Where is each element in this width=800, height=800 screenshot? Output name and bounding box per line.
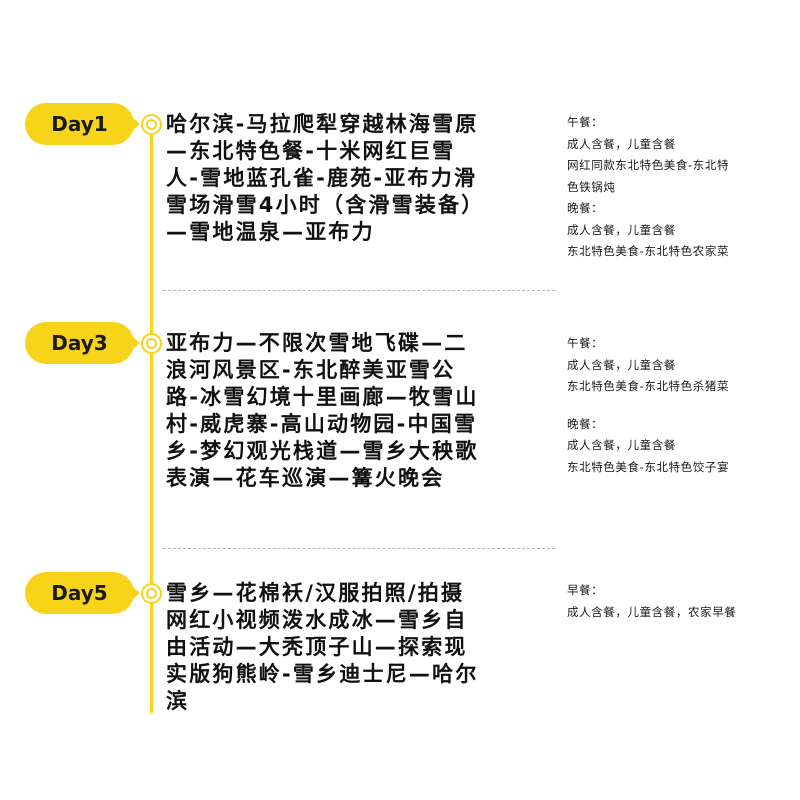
meal-heading-dinner: 晚餐：: [567, 416, 604, 431]
timeline-node-icon: [141, 333, 162, 354]
meal-heading-dinner: 晚餐：: [567, 201, 604, 215]
route-line: 由活动—大秃顶子山—探索现: [166, 635, 468, 659]
section-divider: [163, 548, 555, 549]
route-line: 浪河风景区-东北醉美亚雪公: [166, 358, 456, 382]
day-3-route: 亚布力—不限次雪地飞碟—二 浪河风景区-东北醉美亚雪公 路-冰雪幻境十里画廊—牧…: [166, 330, 536, 492]
day-3-badge: Day3: [25, 322, 140, 364]
route-line: 哈尔滨-马拉爬犁穿越林海雪原: [166, 112, 479, 136]
route-line: 人-雪地蓝孔雀-鹿苑-亚布力滑: [166, 166, 478, 190]
meal-heading-lunch: 午餐：: [567, 115, 604, 129]
timeline-node-icon: [141, 583, 162, 604]
day-3-meals: 午餐： 成人含餐，儿童含餐 东北特色美食-东北特色杀猪菜 晚餐： 成人含餐，儿童…: [567, 333, 792, 478]
route-line: 亚布力—不限次雪地飞碟—二: [166, 331, 468, 355]
day-1-meals: 午餐： 成人含餐，儿童含餐 网红同款东北特色美食-东北特 色铁锅炖 晚餐： 成人…: [567, 112, 792, 263]
meal-line: 成人含餐，儿童含餐，农家早餐: [567, 604, 737, 619]
route-line: 实版狗熊岭-雪乡迪士尼—哈尔: [166, 662, 479, 686]
meal-line: 东北特色美食-东北特色饺子宴: [567, 459, 730, 474]
route-line: 雪场滑雪4小时（含滑雪装备）: [166, 193, 485, 217]
timeline-node-icon: [141, 114, 162, 135]
meal-line: 成人含餐，儿童含餐: [567, 438, 676, 452]
meal-line: 色铁锅炖: [567, 179, 616, 194]
route-line: 村-威虎寨-高山动物园-中国雪: [166, 412, 478, 436]
meal-heading-lunch: 午餐：: [567, 336, 604, 350]
meal-line: 东北特色美食-东北特色农家菜: [567, 244, 730, 258]
meal-heading-breakfast: 早餐：: [567, 583, 604, 597]
route-line: 表演—花车巡演—篝火晚会: [166, 466, 445, 490]
day-5-route: 雪乡—花棉袄/汉服拍照/拍摄 网红小视频泼水成冰—雪乡自 由活动—大秃顶子山—探…: [166, 580, 536, 715]
section-divider: [163, 290, 555, 291]
day-5-meals: 早餐： 成人含餐，儿童含餐，农家早餐: [567, 580, 792, 623]
meal-line: 东北特色美食-东北特色杀猪菜: [567, 379, 730, 393]
meal-line: 成人含餐，儿童含餐: [567, 357, 676, 372]
meal-line: 网红同款东北特色美食-东北特: [567, 158, 730, 172]
meal-line: 成人含餐，儿童含餐: [567, 222, 676, 237]
route-line: 乡-梦幻观光栈道—雪乡大秧歌: [166, 439, 479, 463]
route-line: —雪地温泉—亚布力: [166, 220, 375, 244]
day-5-badge: Day5: [25, 572, 140, 614]
meal-line: 成人含餐，儿童含餐: [567, 136, 676, 151]
route-line: 滨: [166, 689, 190, 713]
route-line: 雪乡—花棉袄/汉服拍照/拍摄: [166, 581, 465, 605]
day-1-badge: Day1: [25, 103, 140, 145]
route-line: 网红小视频泼水成冰—雪乡自: [166, 608, 468, 632]
day-1-route: 哈尔滨-马拉爬犁穿越林海雪原 —东北特色餐-十米网红巨雪 人-雪地蓝孔雀-鹿苑-…: [166, 111, 536, 246]
timeline-line: [150, 120, 153, 713]
meal-gap: [567, 398, 792, 414]
route-line: 路-冰雪幻境十里画廊—牧雪山: [166, 385, 479, 409]
route-line: —东北特色餐-十米网红巨雪: [166, 139, 456, 163]
